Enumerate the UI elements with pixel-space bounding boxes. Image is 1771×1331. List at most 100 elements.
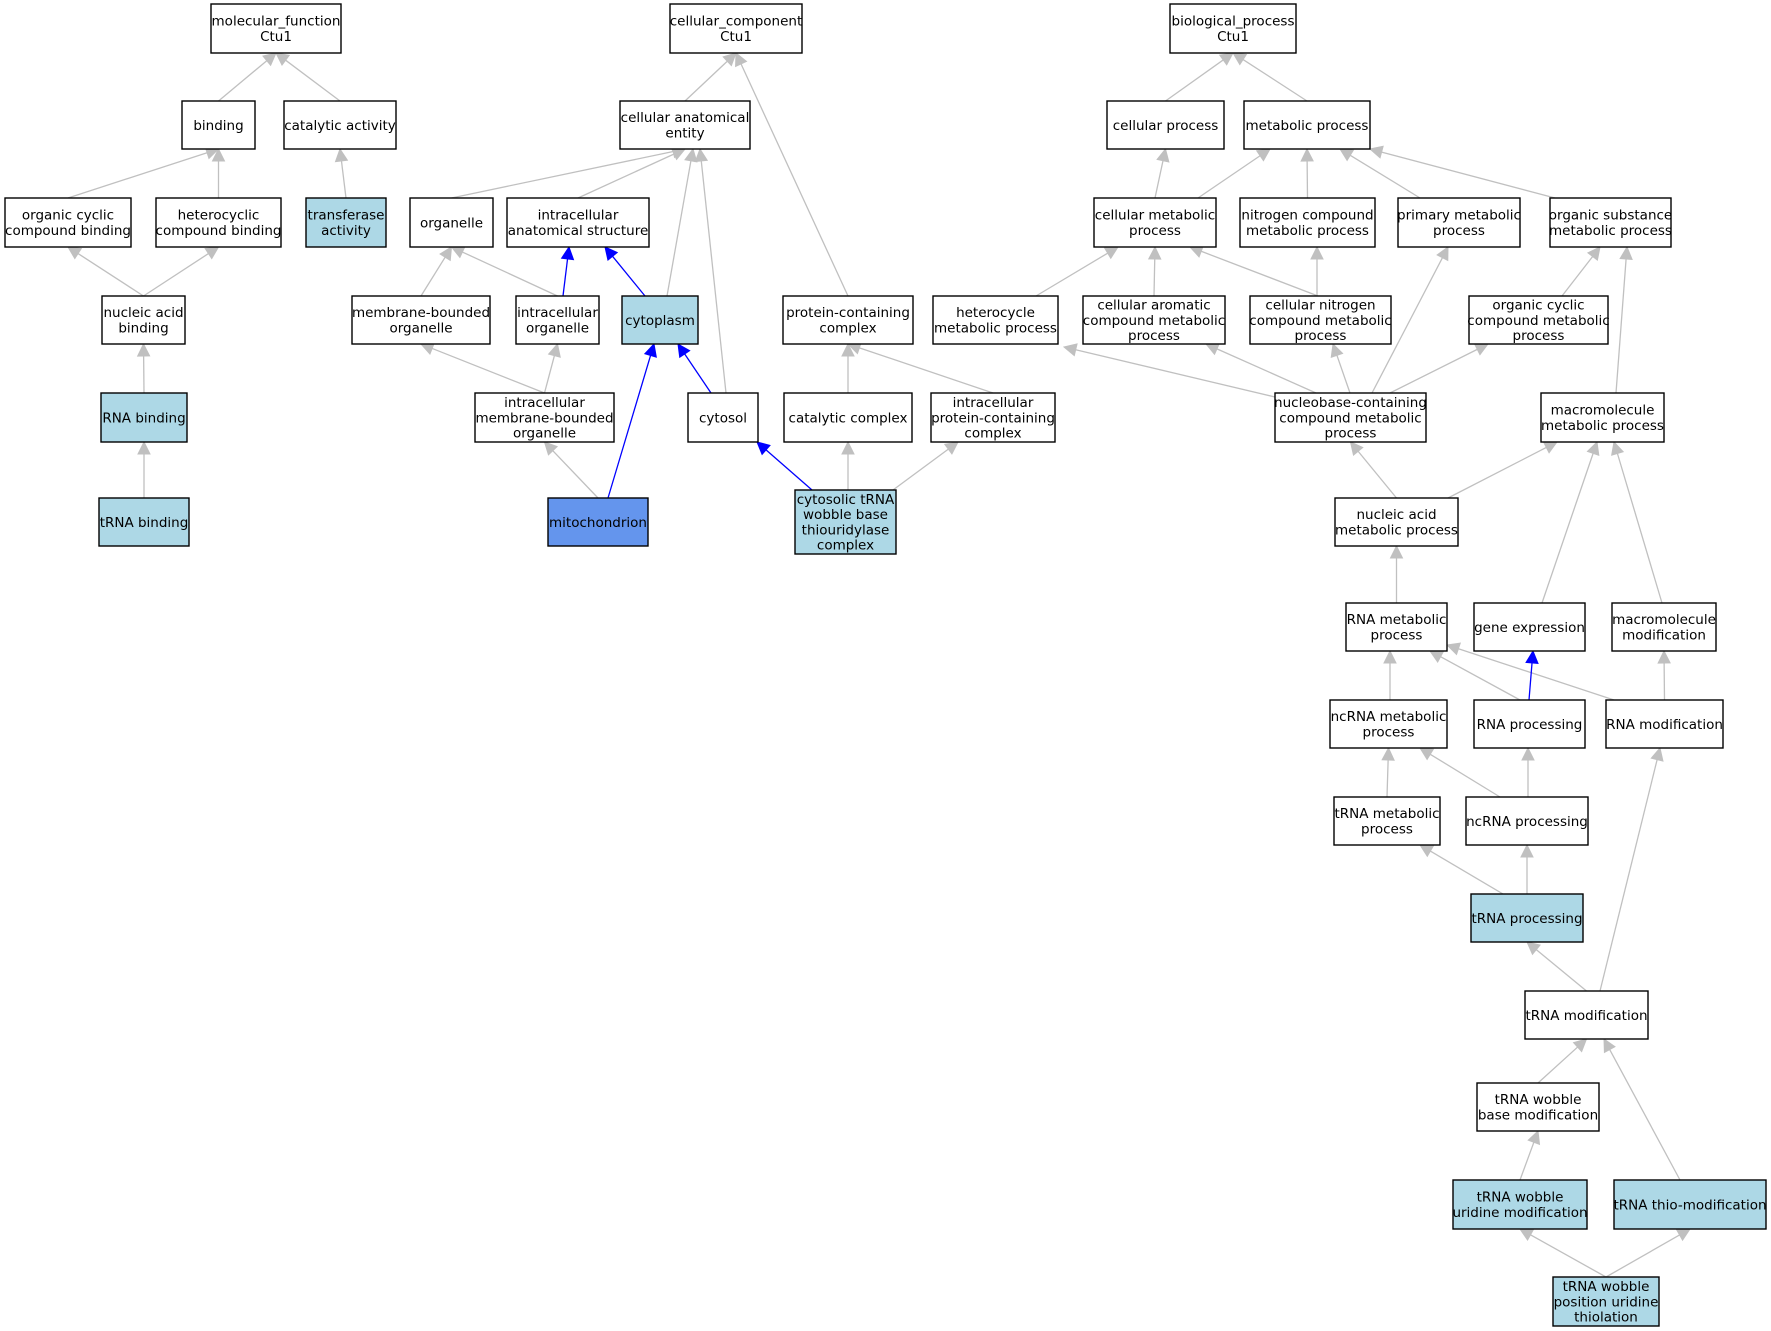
edge-io-to-organelle (450, 246, 558, 297)
edge-layer (67, 51, 1691, 1278)
edge-rnamod-to-macromod (1657, 649, 1671, 701)
go-term-catalytic[interactable]: catalytic activity (283, 100, 397, 150)
edge-ncrnaproc-to-rnaproc (1521, 746, 1535, 797)
go-term-label-line: cellular nitrogen (1265, 298, 1375, 314)
go-term-label-line: RNA processing (1477, 717, 1583, 733)
go-term-thiomod[interactable]: tRNA thio-modification (1613, 1179, 1767, 1230)
go-term-label-line: metabolic process (1335, 522, 1458, 538)
go-term-label-line: tRNA thio-modification (1613, 1197, 1766, 1213)
go-term-label-line: transferase (308, 208, 385, 224)
go-term-geneexp[interactable]: gene expression (1473, 602, 1586, 652)
edge-thiolation-to-wobbleuri (1519, 1228, 1607, 1278)
go-term-label-line: tRNA modification (1525, 1008, 1647, 1024)
go-term-cytosol[interactable]: cytosol (687, 392, 759, 443)
go-term-label-line: anatomical structure (508, 223, 649, 239)
go-term-label-line: compound metabolic (1249, 313, 1391, 329)
go-term-label-line: biological_process (1172, 14, 1295, 30)
go-term-label-line: RNA modification (1606, 717, 1723, 733)
go-term-metproc[interactable]: metabolic process (1243, 100, 1371, 150)
go-term-trna-bind[interactable]: tRNA binding (98, 497, 190, 547)
go-term-cellproc[interactable]: cellular process (1106, 100, 1225, 150)
edge-trna_bind-to-rna_bind (137, 440, 151, 498)
go-term-label-line: metabolic process (1549, 223, 1672, 239)
go-term-trnaproc[interactable]: tRNA processing (1470, 893, 1584, 943)
go-term-rnaproc[interactable]: RNA processing (1473, 699, 1586, 749)
edge-trnamod-to-trnaproc (1526, 941, 1587, 992)
go-term-label-line: protein-containing (931, 410, 1055, 426)
edge-cytosol-to-cytoplasm (677, 343, 712, 394)
edge-nucbase-to-orgcycmet (1389, 343, 1489, 394)
go-term-label-line: complex (817, 538, 874, 554)
go-term-cytoplasm[interactable]: cytoplasm (621, 295, 699, 345)
go-term-catcomplex[interactable]: catalytic complex (783, 392, 913, 443)
go-term-label-line: base modification (1478, 1107, 1598, 1123)
go-term-ncrnaproc[interactable]: ncRNA processing (1465, 796, 1589, 846)
go-term-label-line: tRNA wobble (1495, 1092, 1582, 1108)
go-term-label-line: nucleic acid (1356, 507, 1436, 523)
go-term-rna-bind[interactable]: RNA binding (100, 392, 188, 443)
go-term-rnamod[interactable]: RNA modification (1605, 699, 1724, 749)
edge-binding-to-mf (218, 52, 277, 102)
edge-trnaproc-to-trnamet (1419, 844, 1504, 895)
edge-orgcyc_bind-to-binding (67, 146, 220, 199)
go-term-label-line: complex (964, 426, 1021, 442)
edge-mito-to-imbo (543, 441, 599, 499)
go-term-organelle[interactable]: organelle (409, 197, 494, 248)
edge-nucacidmet-to-macromet (1447, 441, 1558, 499)
go-term-label-line: ncRNA processing (1466, 814, 1588, 830)
edge-macromod-to-macromet (1611, 440, 1663, 604)
edge-orgsubmet-to-metproc (1368, 145, 1556, 199)
edge-aromet-to-cellmet (1147, 245, 1162, 297)
edge-mbo-to-organelle (420, 246, 453, 297)
go-term-label-line: tRNA metabolic (1334, 806, 1439, 822)
go-term-trnamod[interactable]: tRNA modification (1524, 990, 1649, 1040)
go-term-label-line: modification (1622, 627, 1706, 643)
go-term-label-line: cellular aromatic (1097, 298, 1210, 314)
go-term-mito[interactable]: mitochondrion (547, 497, 649, 547)
go-term-label-line: RNA binding (102, 410, 185, 426)
go-term-binding[interactable]: binding (181, 100, 256, 150)
edge-nucbase-to-hetmet (1062, 343, 1276, 398)
edge-ias-to-cae (577, 148, 687, 199)
go-term-label-line: compound binding (156, 223, 282, 239)
edge-ncrnamet-to-rnamet (1383, 649, 1397, 700)
edge-hetmet-to-cellmet (1035, 246, 1119, 297)
edge-trnamet-to-ncrnamet (1381, 746, 1395, 798)
edge-orgcycmet-to-orgsubmet (1561, 246, 1601, 297)
go-term-label-line: RNA metabolic (1347, 612, 1447, 628)
